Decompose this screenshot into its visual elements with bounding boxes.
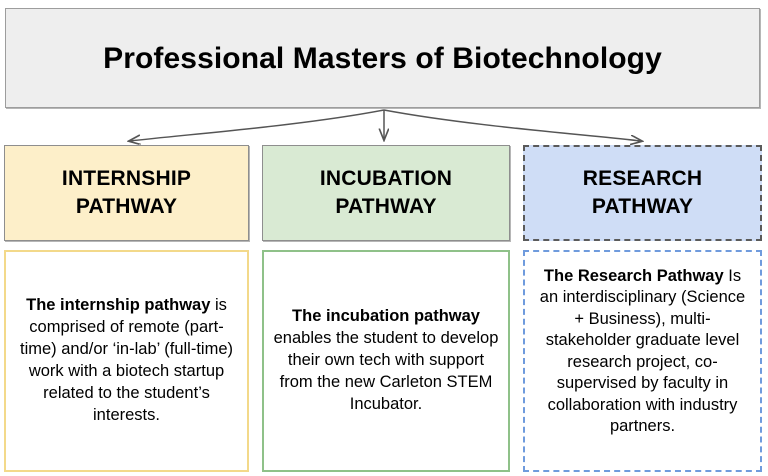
pathway-description-incubation-text: The incubation pathway enables the stude…: [272, 306, 500, 416]
pathway-description-research-text: The Research Pathway Is an interdiscipli…: [533, 266, 752, 438]
pathway-description-internship: The internship pathway is comprised of r…: [4, 250, 249, 472]
arrow-to-internship-icon: [130, 109, 385, 141]
header-line-1: INCUBATION: [319, 166, 453, 190]
description-lead: The internship pathway: [26, 296, 211, 315]
header-line-1: INTERNSHIP: [61, 166, 192, 190]
header-line-2: PATHWAY: [335, 195, 437, 218]
page-title: Professional Masters of Biotechnology: [103, 41, 662, 75]
pathway-description-research: The Research Pathway Is an interdiscipli…: [523, 250, 762, 472]
header-line-2: PATHWAY: [591, 195, 694, 218]
description-rest: enables the student to develop their own…: [273, 329, 499, 413]
description-rest: is comprised of remote (part-time) and/o…: [19, 296, 234, 424]
header-line-2: PATHWAY: [75, 195, 178, 218]
pathway-header-incubation: INCUBATION PATHWAY: [262, 145, 510, 241]
pathway-header-internship-label: INTERNSHIP PATHWAY: [62, 165, 191, 222]
program-title-box: Professional Masters of Biotechnology: [5, 8, 760, 108]
description-rest: Is an interdisciplinary (Science + Busin…: [539, 267, 746, 436]
pathway-description-internship-text: The internship pathway is comprised of r…: [14, 295, 239, 427]
arrow-to-research-icon: [383, 109, 641, 141]
description-lead: The incubation pathway: [292, 307, 480, 326]
pathway-header-research-label: RESEARCH PATHWAY: [583, 165, 702, 222]
header-line-1: RESEARCH: [582, 166, 703, 190]
pathway-header-incubation-label: INCUBATION PATHWAY: [320, 165, 452, 222]
description-lead: The Research Pathway: [543, 267, 724, 285]
pathway-description-incubation: The incubation pathway enables the stude…: [262, 250, 510, 472]
pathway-header-internship: INTERNSHIP PATHWAY: [4, 145, 249, 241]
pathway-header-research: RESEARCH PATHWAY: [523, 145, 762, 241]
